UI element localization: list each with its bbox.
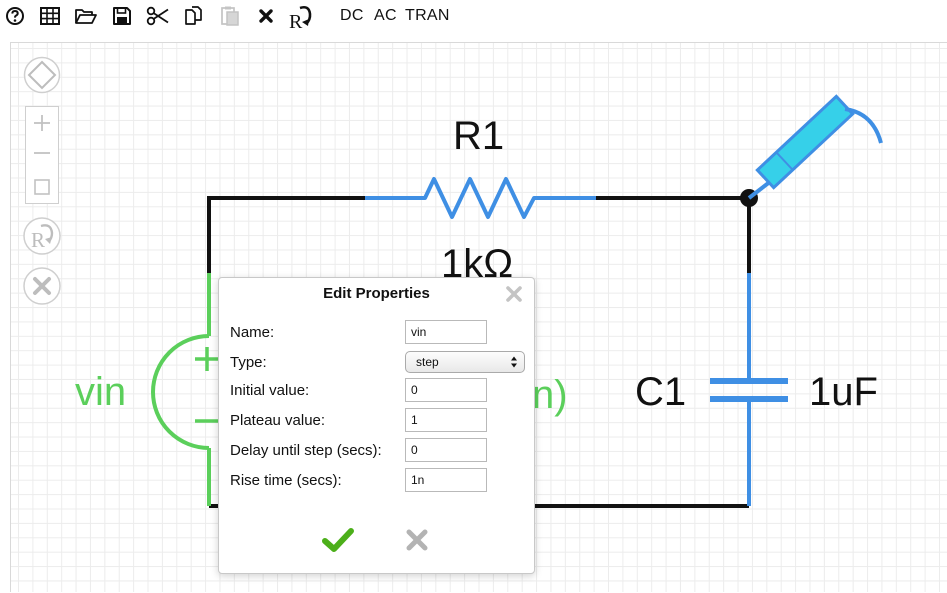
dialog-title: Edit Properties bbox=[323, 285, 430, 302]
source-value-label-partial: n) bbox=[532, 373, 568, 417]
svg-text:R: R bbox=[31, 228, 45, 252]
rotate-control[interactable]: R bbox=[22, 216, 62, 261]
voltage-source-vin[interactable] bbox=[151, 273, 219, 506]
rotate-icon: R bbox=[23, 217, 61, 255]
type-select[interactable]: step bbox=[405, 351, 525, 373]
close-icon bbox=[23, 267, 61, 305]
zoom-control-panel bbox=[25, 106, 59, 204]
resistor-name-label: R1 bbox=[453, 114, 504, 158]
voltage-probe[interactable] bbox=[747, 94, 883, 200]
plateau-value-label: Plateau value: bbox=[230, 412, 326, 429]
initial-value-label: Initial value: bbox=[230, 382, 310, 399]
help-icon[interactable] bbox=[4, 4, 26, 28]
close-icon bbox=[506, 286, 522, 302]
ac-analysis-button[interactable]: AC bbox=[374, 7, 397, 24]
edit-properties-dialog: Edit Properties Name: Type: step Initial… bbox=[218, 277, 535, 574]
dialog-close-button[interactable] bbox=[505, 285, 523, 303]
plateau-value-row: Plateau value: bbox=[219, 408, 534, 434]
checkmark-icon bbox=[322, 528, 354, 552]
rise-time-row: Rise time (secs): bbox=[219, 468, 534, 494]
type-select-value: step bbox=[416, 355, 439, 369]
zoom-out-button[interactable] bbox=[26, 139, 58, 171]
table-icon[interactable] bbox=[38, 4, 62, 28]
minus-icon bbox=[34, 152, 50, 154]
paste-icon[interactable] bbox=[218, 4, 242, 28]
capacitor-value-label: 1uF bbox=[809, 370, 878, 414]
cancel-button[interactable] bbox=[405, 528, 429, 552]
select-arrows-icon bbox=[511, 356, 517, 368]
tran-analysis-button[interactable]: TRAN bbox=[405, 7, 450, 24]
close-icon bbox=[406, 529, 428, 551]
zoom-fit-button[interactable] bbox=[26, 171, 58, 203]
source-name-label: vin bbox=[75, 370, 126, 414]
delete-icon[interactable] bbox=[254, 4, 278, 28]
name-row: Name: bbox=[219, 320, 534, 346]
initial-value-input[interactable] bbox=[405, 378, 487, 402]
copy-icon[interactable] bbox=[182, 4, 206, 28]
pan-control[interactable] bbox=[23, 56, 61, 99]
save-icon[interactable] bbox=[110, 4, 134, 28]
dc-analysis-button[interactable]: DC bbox=[340, 7, 364, 24]
rise-time-input[interactable] bbox=[405, 468, 487, 492]
toolbar: R DC AC TRAN bbox=[0, 0, 947, 34]
cut-icon[interactable] bbox=[145, 4, 171, 28]
rise-time-label: Rise time (secs): bbox=[230, 472, 342, 489]
zoom-in-button[interactable] bbox=[26, 107, 58, 139]
name-label: Name: bbox=[230, 324, 275, 341]
capacitor-c1[interactable] bbox=[710, 273, 788, 506]
rotate-icon[interactable]: R bbox=[287, 3, 317, 31]
capacitor-name-label: C1 bbox=[635, 370, 686, 414]
initial-value-row: Initial value: bbox=[219, 378, 534, 404]
wire-right-top[interactable] bbox=[596, 196, 751, 273]
name-input[interactable] bbox=[405, 320, 487, 344]
plus-icon bbox=[34, 115, 50, 131]
open-folder-icon[interactable] bbox=[73, 4, 99, 28]
resistor-r1[interactable] bbox=[365, 177, 596, 219]
delay-input[interactable] bbox=[405, 438, 487, 462]
type-label: Type: bbox=[230, 354, 267, 371]
delay-label: Delay until step (secs): bbox=[230, 442, 382, 459]
plateau-value-input[interactable] bbox=[405, 408, 487, 432]
delete-control[interactable] bbox=[22, 266, 62, 311]
svg-text:R: R bbox=[289, 11, 303, 31]
ok-button[interactable] bbox=[322, 527, 354, 553]
wire-left-top[interactable] bbox=[207, 196, 365, 273]
type-row: Type: step bbox=[219, 350, 534, 376]
delay-row: Delay until step (secs): bbox=[219, 438, 534, 464]
square-icon bbox=[34, 179, 50, 195]
